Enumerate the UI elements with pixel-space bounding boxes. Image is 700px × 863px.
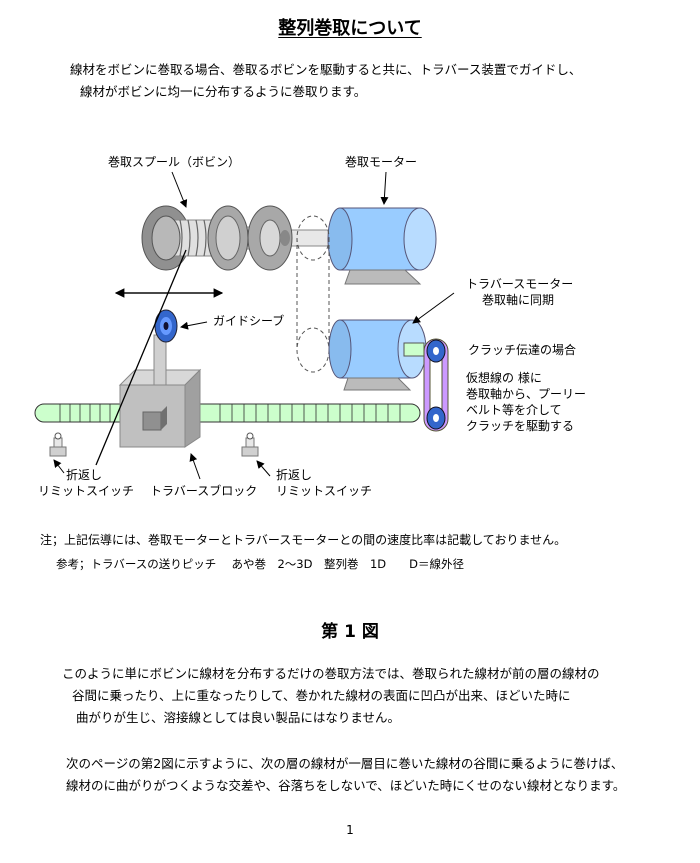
page-number: 1 bbox=[346, 823, 354, 837]
para1-line-3: 曲がりが生じ、溶接線としては良い製品にはなりません。 bbox=[76, 710, 401, 725]
traverse-motor-label-2: 巻取軸に同期 bbox=[482, 293, 555, 307]
winding-motor-label: 巻取モーター bbox=[345, 155, 418, 169]
intro-line-2: 線材がボビンに均一に分布するように巻取ります。 bbox=[80, 84, 367, 99]
clutch-belt bbox=[423, 338, 449, 432]
note: 注；上記伝導には、巻取モーターとトラバースモーターとの間の速度比率は記載しており… bbox=[40, 533, 567, 547]
page-title: 整列巻取について bbox=[278, 18, 422, 39]
intro-line-1: 線材をボビンに巻取る場合、巻取るボビンを駆動すると共に、トラバース装置でガイドし… bbox=[70, 62, 582, 77]
limit-left-label-2: リミットスイッチ bbox=[38, 484, 135, 498]
virtual-line-label-3: ベルト等を介して bbox=[466, 403, 562, 417]
limit-right-label-1: 折返し bbox=[276, 468, 313, 482]
virtual-line-label-4: クラッチを駆動する bbox=[466, 419, 575, 433]
limit-right-label-2: リミットスイッチ bbox=[276, 484, 373, 498]
traverse-motor bbox=[328, 319, 427, 391]
para1-line-1: このように単にボビンに線材を分布するだけの巻取方法では、巻取られた線材が前の層の… bbox=[62, 666, 600, 681]
wire-line bbox=[95, 249, 187, 466]
guide-sheave-label: ガイドシーブ bbox=[213, 314, 285, 328]
limit-switch-right bbox=[241, 432, 259, 457]
traverse-screw-shaft bbox=[34, 403, 421, 423]
spool-label: 巻取スプール（ボビン） bbox=[108, 155, 241, 169]
leader-lines bbox=[53, 171, 455, 480]
limit-switch-left bbox=[49, 432, 67, 457]
reference: 参考；トラバースの送りピッチ あや巻 2～3D 整列巻 1D D＝線外径 bbox=[56, 557, 464, 571]
winding-spool bbox=[141, 205, 293, 271]
virtual-line-label-1: 仮想線の 様に bbox=[466, 371, 542, 385]
clutch-label: クラッチ伝達の場合 bbox=[468, 343, 577, 357]
figure-title: 第 1 図 bbox=[321, 622, 379, 642]
guide-sheave bbox=[153, 309, 178, 386]
para1-line-2: 谷間に乗ったり、上に重なったりして、巻かれた線材の表面に凹凸が出来、ほどいた時に bbox=[72, 688, 571, 703]
virtual-line-label-2: 巻取軸から、プーリー bbox=[466, 387, 587, 401]
limit-left-label-1: 折返し bbox=[66, 468, 103, 482]
para2-line-1: 次のページの第2図に示すように、次の層の線材が一層目に巻いた線材の谷間に乗るよう… bbox=[66, 756, 624, 771]
para2-line-2: 線材のに曲がりがつくような交差や、谷落ちをしないで、ほどいた時にくせのない線材と… bbox=[66, 778, 626, 793]
traverse-block-label: トラバースブロック bbox=[150, 484, 258, 498]
winding-motor bbox=[327, 207, 437, 285]
traverse-motor-label-1: トラバースモーター bbox=[466, 277, 574, 291]
